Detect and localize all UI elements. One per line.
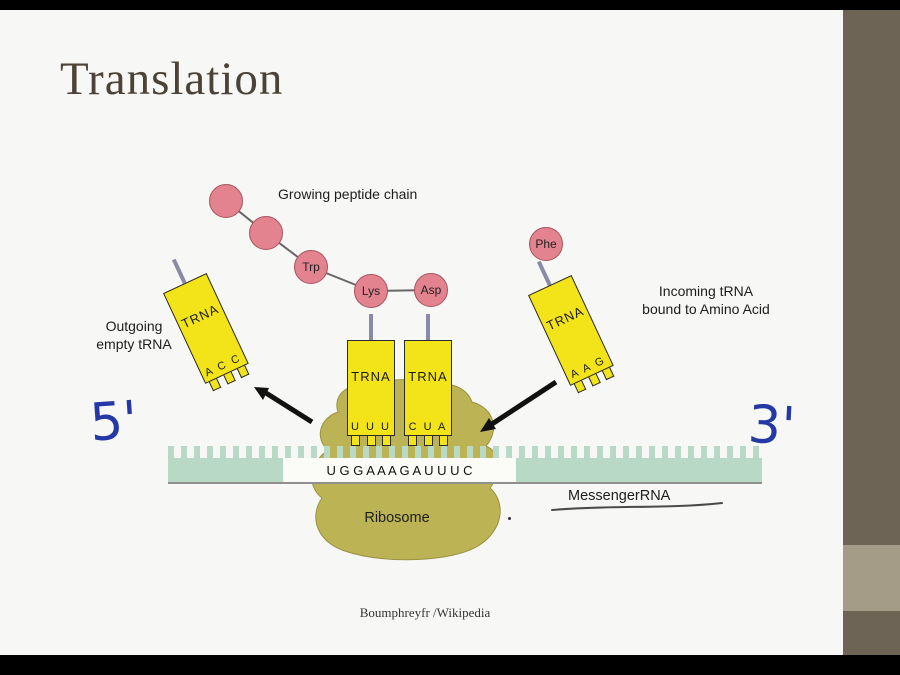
trna-anticodon: C U A — [408, 421, 448, 433]
slide: U G G A A A G A U U U C TRNA A C C TRNA … — [0, 10, 900, 655]
amino-acid-asp: Asp — [414, 273, 448, 307]
incoming-trna-label: Incoming tRNA bound to Amino Acid — [610, 283, 802, 318]
amino-acid-phe: Phe — [529, 227, 563, 261]
trna-body: TRNA U U U — [347, 340, 395, 436]
amino-acid-bead — [249, 216, 283, 250]
trna-teeth — [404, 435, 452, 446]
incoming-trna-label-line2: bound to Amino Acid — [642, 300, 770, 317]
mrna-codon-sequence: U G G A A A G A U U U C — [283, 458, 516, 482]
trna-a-site: TRNA C U A — [404, 314, 452, 446]
trna-p-site: TRNA U U U — [347, 314, 395, 446]
amino-acid-lys: Lys — [354, 274, 388, 308]
outgoing-trna-label: Outgoing empty tRNA — [82, 318, 186, 353]
amino-acid-trp: Trp — [294, 250, 328, 284]
trna-stem — [426, 314, 430, 340]
outgoing-trna-label-line1: Outgoing — [105, 318, 163, 334]
image-credit: Boumphreyfr /Wikipedia — [359, 605, 491, 620]
trna-name: TRNA — [544, 303, 587, 334]
growing-peptide-chain-label: Growing peptide chain — [278, 186, 418, 202]
stray-dot — [508, 517, 511, 520]
trna-name: TRNA — [351, 369, 391, 384]
five-prime-annotation: 5' — [87, 390, 140, 454]
mrna-label: MessengerRNA — [568, 488, 671, 504]
trna-stem — [369, 314, 373, 340]
side-band-light-block — [843, 545, 900, 611]
incoming-trna-label-line1: Incoming tRNA — [658, 283, 754, 299]
outgoing-trna-label-line2: empty tRNA — [96, 335, 172, 352]
trna-teeth — [347, 435, 395, 446]
three-prime-annotation: 3' — [746, 394, 797, 458]
trna-name: TRNA — [179, 301, 222, 332]
trna-name: TRNA — [408, 369, 448, 384]
diagram-underlay — [225, 200, 501, 561]
mrna-strand-teeth — [168, 446, 762, 458]
trna-body: TRNA C U A — [404, 340, 452, 436]
trna-anticodon: U U U — [351, 421, 391, 433]
slide-title: Translation — [60, 53, 284, 105]
ribosome-label: Ribosome — [364, 510, 430, 526]
amino-acid-bead — [209, 184, 243, 218]
